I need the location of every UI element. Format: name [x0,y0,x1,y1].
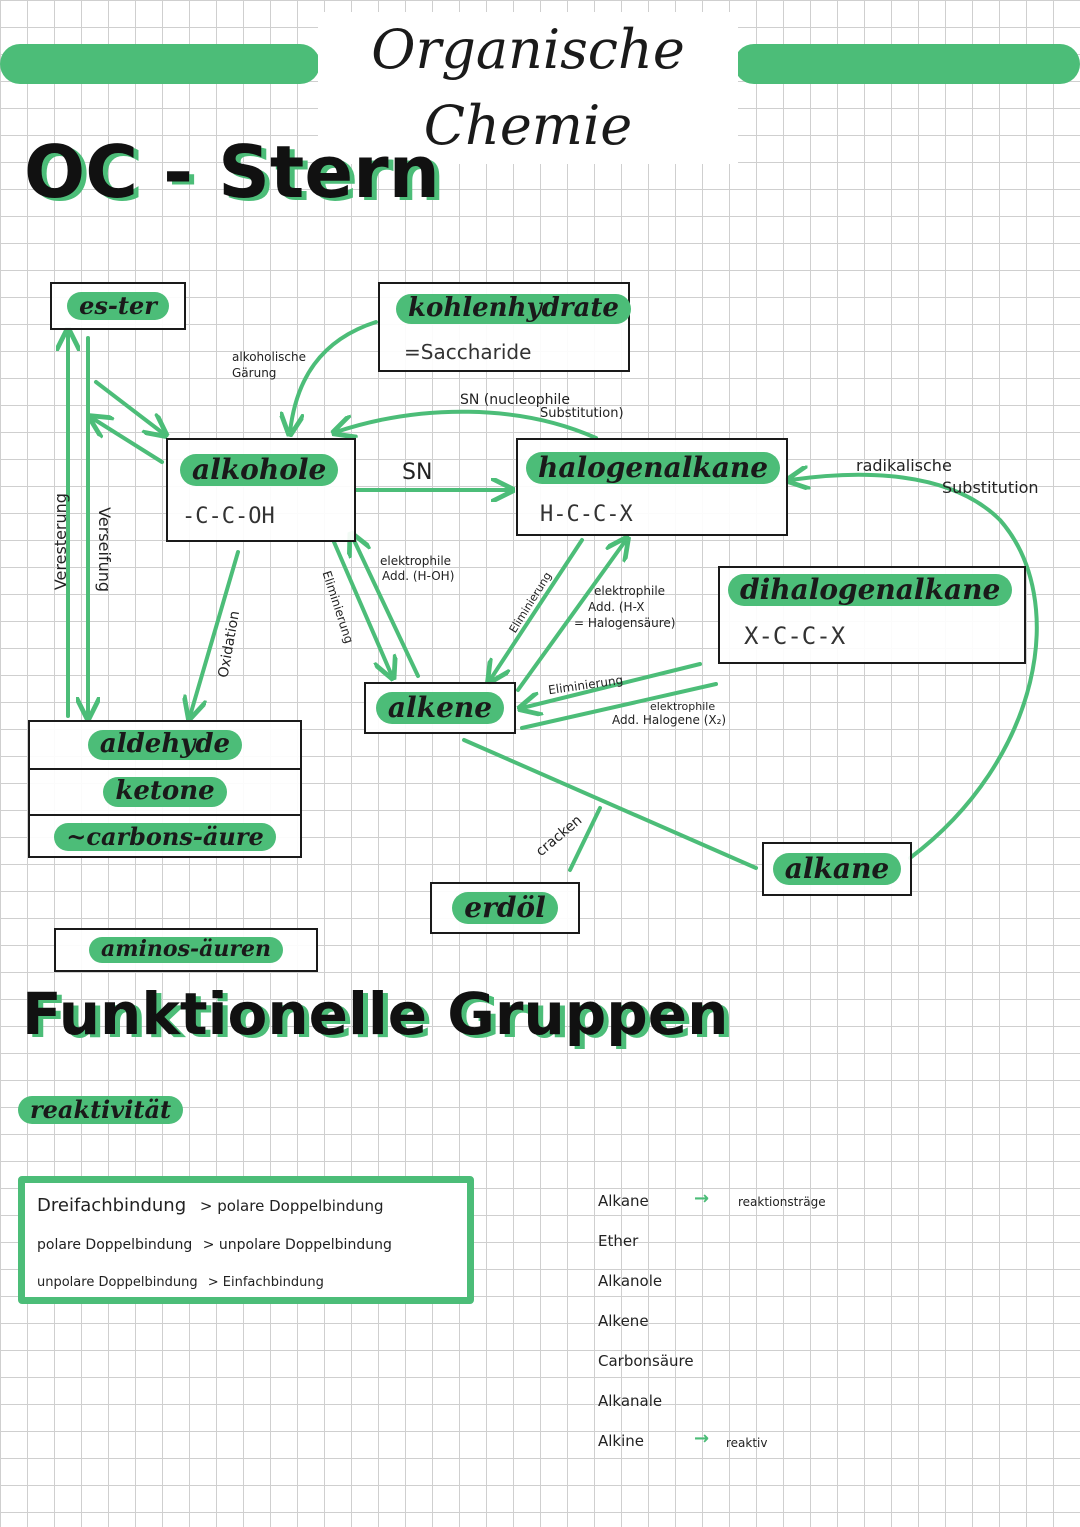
label-aldehyde: aldehyde [87,729,243,760]
struct-halogenalkane: H-C-C-X [540,502,633,527]
box-alkene: alkene [364,682,516,734]
label-erdoel: erdöl [452,891,558,925]
reactivity-row-3-right: > Einfachbindung [207,1275,324,1290]
label-halogenalkane: halogenalkane [526,451,781,485]
box-alkohole: alkohole -C-C-OH [166,438,356,542]
box-kohlenhydrate: kohlenhydrate =Saccharide [378,282,631,372]
row-carbonsaeure: ~carbons-äure [30,816,300,858]
label-verseifung: Verseifung [95,507,115,593]
box-erdoel: erdöl [430,882,580,934]
heading-oc-stern: OC - Stern [24,130,440,214]
label-add-hal-2: Add. Halogene (X₂) [612,713,727,727]
arrow-sn-nucleophile [336,409,598,440]
box-ester: es-ter [50,282,186,330]
label-alkane: alkane [772,852,902,886]
label-add-hx-3: = Halogensäure) [574,616,676,630]
arrow-add-hx [516,540,626,692]
struct-alkohole: -C-C-OH [182,504,275,529]
row-ketone: ketone [30,770,300,816]
label-add-hal-1: elektrophile [650,700,716,713]
label-sn-nucleophile-1: SN (nucleophile [460,392,570,408]
arrow-right-icon: → [694,1188,710,1209]
reactivity-row-3: unpolare Doppelbindung > Einfachbindung [37,1275,324,1290]
reactivity-box: Dreifachbindung > polare Doppelbindung p… [18,1176,474,1304]
list-item-alkene: Alkene [598,1312,649,1330]
label-radikalische-1: radikalische [856,456,952,475]
list-item-alkine: Alkine [598,1432,645,1450]
arrow-eliminierung-1 [332,540,392,676]
list-item-alkanole: Alkanole [598,1272,663,1290]
label-alkohole: alkohole [180,453,339,487]
struct-dihalogenalkane: X-C-C-X [744,622,846,650]
reactivity-row-2-left: polare Doppelbindung [37,1237,193,1253]
label-alkoholische-2: Gärung [232,366,277,380]
list-item-ether: Ether [598,1232,639,1250]
box-dihalogenalkane: dihalogenalkane X-C-C-X [718,566,1026,664]
list-item-alkane: Alkane [598,1192,649,1210]
page-title: Organische Chemie [318,12,738,164]
reactivity-row-1: Dreifachbindung > polare Doppelbindung [37,1195,384,1216]
label-add-h-oh-1: elektrophile [380,554,452,568]
label-sn: SN [402,460,433,485]
reactivity-row-3-left: unpolare Doppelbindung [37,1275,198,1290]
line-cracken [462,738,758,870]
arrow-add-h-oh [352,536,420,678]
box-aminosaeuren: aminos-äuren [54,928,318,972]
arrow-right-icon: → [694,1428,710,1449]
label-veresterung: Veresterung [50,493,70,591]
box-carbonyl-group: aldehyde ketone ~carbons-äure [28,720,302,858]
reactivity-row-1-left: Dreifachbindung [37,1195,187,1216]
label-add-hx-2: Add. (H-X [588,600,645,614]
arrow-gaerung [290,320,378,432]
arrow-alkohole-to-ester [92,418,164,464]
label-carbonsaeure: ~carbons-äure [54,823,276,851]
arrow-eliminierung-2 [490,538,584,680]
label-kohlenhydrate: kohlenhydrate [396,293,631,324]
row-aldehyde: aldehyde [30,722,300,770]
arrow-radikalische-substitution [790,475,1039,860]
heading-funktionelle-gruppen: Funktionelle Gruppen [22,980,729,1048]
label-alkoholische-1: alkoholische [232,350,307,364]
label-add-h-oh-2: Add. (H-OH) [382,569,455,583]
title-banner-left [0,44,320,84]
note-reaktiv: reaktiv [726,1436,768,1450]
arrow-eliminierung-3 [522,662,702,708]
label-aminosaeuren: aminos-äuren [89,937,283,963]
reactivity-row-2: polare Doppelbindung > unpolare Doppelbi… [37,1237,392,1253]
list-item-carbonsaeure: Carbonsäure [598,1352,694,1370]
list-item-alkanale: Alkanale [598,1392,663,1410]
arrow-oxidation [190,550,240,716]
box-alkane: alkane [762,842,912,896]
label-add-hx-1: elektrophile [594,584,666,598]
label-reaktivitaet: reaktivität [18,1096,184,1124]
box-halogenalkane: halogenalkane H-C-C-X [516,438,788,536]
reactivity-row-2-right: > unpolare Doppelbindung [202,1237,392,1253]
arrow-add-halogene [520,682,718,730]
label-alkene: alkene [375,691,505,725]
label-sn-nucleophile-2: Substitution) [540,406,624,421]
label-ketone: ketone [103,776,227,807]
arrow-ester-to-alkohole [94,380,164,434]
line-cracken-tick [568,806,602,872]
reactivity-row-1-right: > polare Doppelbindung [199,1197,384,1215]
title-banner-right [734,44,1080,84]
note-reaktionstraege: reaktionsträge [738,1195,826,1209]
label-radikalische-2: Substitution [942,478,1039,497]
label-dihalogenalkane: dihalogenalkane [728,573,1013,607]
label-ester: es-ter [67,292,169,320]
label-saccharide: =Saccharide [404,340,532,364]
